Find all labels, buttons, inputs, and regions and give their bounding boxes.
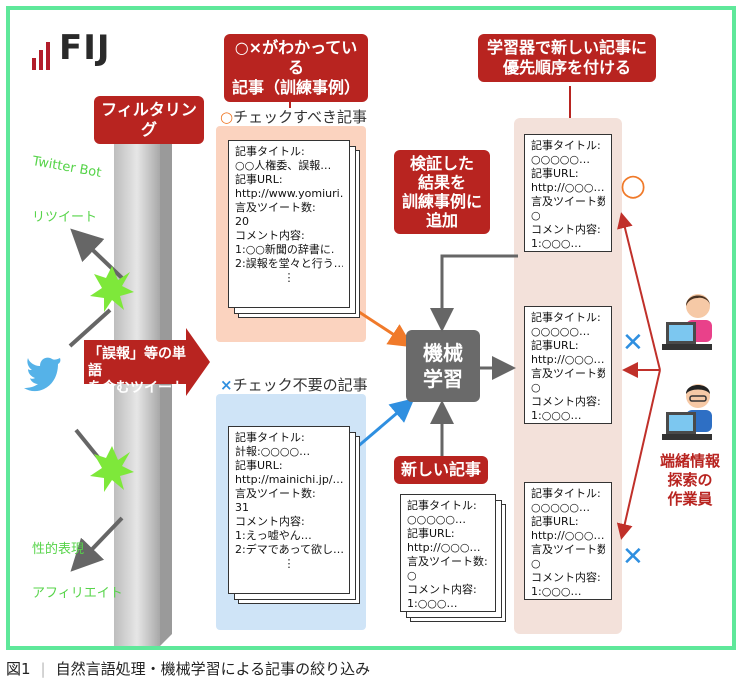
filtering-label: フィルタリング xyxy=(94,96,204,144)
blue-cross-mark-mid: ✕ xyxy=(622,328,644,358)
keyword-tweet-arrow xyxy=(84,328,210,396)
check-unneeded-document: 記事タイトル:計報:○○○○… 記事URL:http://mainichi.jp… xyxy=(228,426,350,594)
check-to-ml-arrow xyxy=(355,308,414,348)
staff-to-bottom-arrow xyxy=(616,369,661,540)
burst-icon-upper xyxy=(90,266,134,312)
logo-mark-icon xyxy=(32,30,53,70)
figure-number: 図1 xyxy=(6,660,31,678)
staff-label: 端緒情報 探索の 作業員 xyxy=(659,452,720,508)
ml-box xyxy=(406,330,480,402)
ml-label: 機械 学習 xyxy=(423,341,463,391)
check-needed-document: 記事タイトル:○○人権委、誤報… 記事URL:http://www.yomiur… xyxy=(228,140,350,308)
fij-logo: FIJ xyxy=(32,28,111,70)
check-needed-header: ○チェックすべき記事 xyxy=(220,108,368,126)
orange-circle-mark: ○ xyxy=(620,168,647,203)
retweet-out-arrow xyxy=(70,228,124,280)
affiliate-tag: アフィリエイト xyxy=(32,586,123,601)
ranked-document-1: 記事タイトル:○○○○○… 記事URL:http://○○○… 言及ツイート数:… xyxy=(524,134,612,252)
unneeded-to-ml-arrow xyxy=(355,398,415,450)
blue-cross-icon: × xyxy=(220,376,233,394)
staff-woman-icon xyxy=(662,294,712,350)
tweet-in-upper xyxy=(68,308,112,348)
burst-icon-lower xyxy=(90,446,134,492)
keyword-tweet-text: 「誤報」等の単語 を含むツイート xyxy=(88,346,186,396)
pillar-side xyxy=(160,130,172,646)
orange-circle-icon: ○ xyxy=(220,108,234,126)
new-article-document: 記事タイトル:○○○○○… 記事URL:http://○○○… 言及ツイート数:… xyxy=(400,494,496,612)
sexual-out-arrow xyxy=(70,516,124,572)
verified-label: 検証した 結果を 訓練事例に 追加 xyxy=(394,150,490,234)
twitter-bird-icon xyxy=(24,357,61,392)
staff-to-top-arrow xyxy=(617,212,661,371)
new-articles-label: 新しい記事 xyxy=(394,456,488,484)
blue-cross-mark-bottom: ✕ xyxy=(622,542,644,572)
figure-frame: FIJ xyxy=(6,6,736,650)
logo-text: FIJ xyxy=(59,28,111,68)
ranked-document-2: 記事タイトル:○○○○○… 記事URL:http://○○○… 言及ツイート数:… xyxy=(524,306,612,424)
feedback-arrow xyxy=(430,254,518,332)
retweet-tag: リツイート xyxy=(32,210,98,225)
sexual-content-tag: 性的表現 xyxy=(32,542,85,557)
staff-man-icon xyxy=(662,384,712,440)
priority-label: 学習器で新しい記事に 優先順序を付ける xyxy=(478,34,656,82)
filter-pillar xyxy=(114,142,160,646)
figure-caption: 図1|自然言語処理・機械学習による記事の絞り込み xyxy=(6,660,371,678)
ranked-document-3: 記事タイトル:○○○○○… 記事URL:http://○○○… 言及ツイート数:… xyxy=(524,482,612,600)
caption-text: 自然言語処理・機械学習による記事の絞り込み xyxy=(55,660,371,678)
known-examples-label: ○×がわかっている 記事（訓練事例） xyxy=(224,34,368,102)
check-unneeded-header: ×チェック不要の記事 xyxy=(220,376,368,394)
